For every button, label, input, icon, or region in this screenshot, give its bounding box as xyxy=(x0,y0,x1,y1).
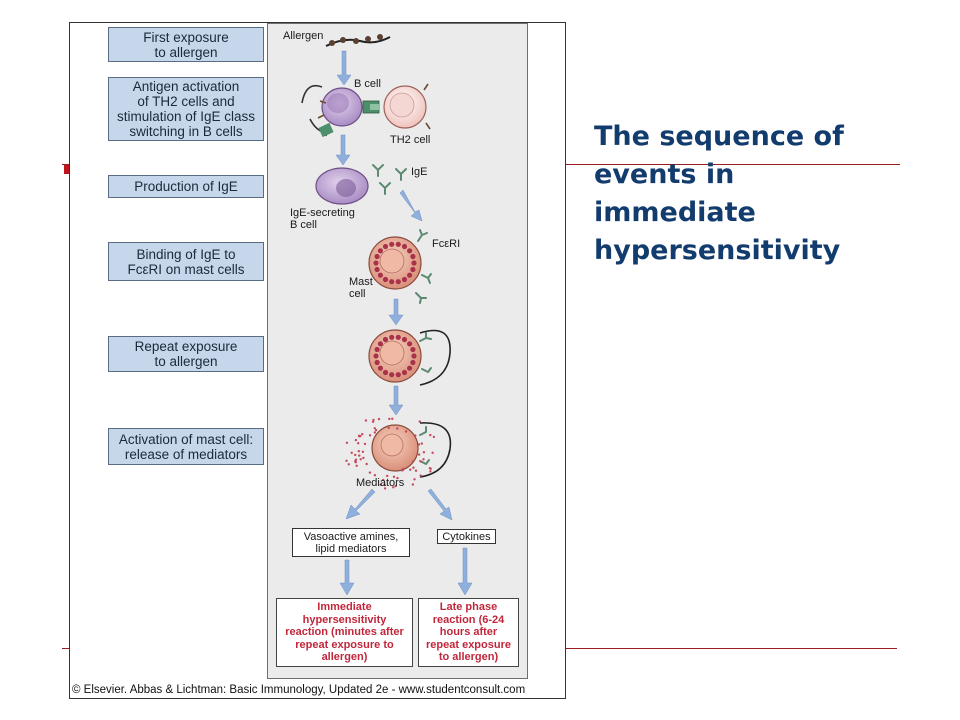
red-bullet-marker xyxy=(64,165,73,174)
top-rule-left xyxy=(62,164,72,165)
outcome-immediate-reaction: Immediate hypersensitivity reaction (min… xyxy=(276,598,413,667)
top-rule-right xyxy=(564,164,900,165)
step-ige-production: Production of IgE xyxy=(108,175,264,198)
label-th2-cell: TH2 cell xyxy=(390,134,431,146)
figure-diagram: First exposure to allergen Antigen activ… xyxy=(69,22,566,699)
box-cytokines: Cytokines xyxy=(437,529,496,544)
bottom-rule-left xyxy=(62,648,72,649)
label-ige-secreting-b-cell: IgE-secreting B cell xyxy=(290,207,355,231)
granules xyxy=(345,241,436,490)
slide-title: The sequence of events in immediate hype… xyxy=(594,121,844,266)
cell-illustrations xyxy=(301,34,473,596)
label-mediators: Mediators xyxy=(356,477,405,489)
step-ige-binding: Binding of IgE to FcεRI on mast cells xyxy=(108,242,264,281)
ige-antibodies xyxy=(372,164,407,195)
step-antigen-activation: Antigen activation of TH2 cells and stim… xyxy=(108,77,264,141)
arrow-diag-1 xyxy=(399,189,423,222)
arrow-down-right xyxy=(457,547,473,596)
label-ige: IgE xyxy=(411,166,428,178)
copyright-credit: © Elsevier. Abbas & Lichtman: Basic Immu… xyxy=(72,684,526,696)
label-fceri: FcεRI xyxy=(432,238,461,250)
bottom-rule-right xyxy=(564,648,897,649)
step-first-exposure: First exposure to allergen xyxy=(108,27,264,62)
outcome-late-phase-reaction: Late phase reaction (6-24 hours after re… xyxy=(418,598,519,667)
step-repeat-exposure: Repeat exposure to allergen xyxy=(108,336,264,372)
arrow-down-1 xyxy=(336,50,352,86)
allergen-chain xyxy=(325,36,391,47)
step-mast-cell-activation: Activation of mast cell: release of medi… xyxy=(108,428,264,465)
arrow-diag-left xyxy=(345,488,376,520)
flow-arrows xyxy=(335,50,473,596)
mast-cell-activated xyxy=(371,424,419,472)
arrow-down-left xyxy=(339,559,355,596)
arrow-down-4 xyxy=(388,385,404,416)
box-vasoactive-amines: Vasoactive amines, lipid mediators xyxy=(292,528,410,557)
label-allergen: Allergen xyxy=(283,30,324,42)
label-b-cell: B cell xyxy=(354,78,381,90)
label-mast-cell: Mast cell xyxy=(349,276,373,300)
arrow-down-2 xyxy=(335,134,351,166)
arrow-diag-right xyxy=(427,488,453,521)
arrow-down-3 xyxy=(388,298,404,326)
